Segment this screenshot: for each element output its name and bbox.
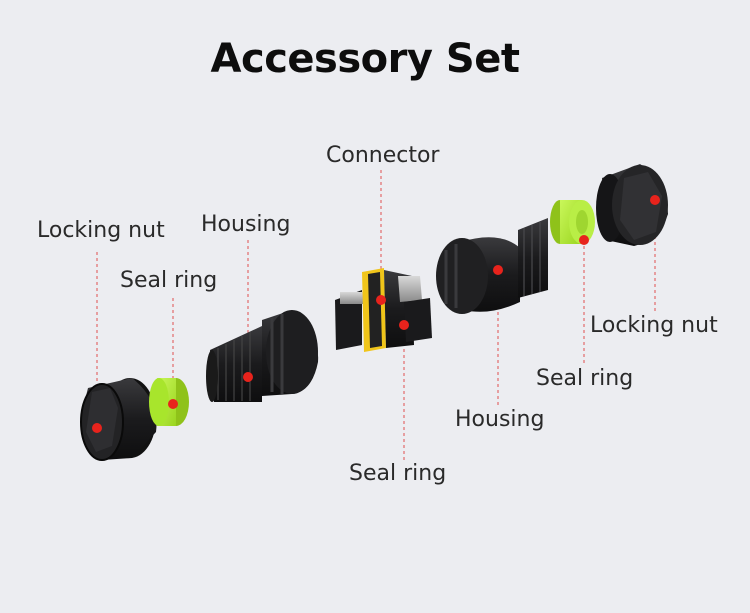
label-connector: Connector bbox=[326, 143, 440, 168]
label-seal-ring-right: Seal ring bbox=[536, 366, 634, 391]
label-locking-nut-left: Locking nut bbox=[37, 218, 165, 243]
connector-center bbox=[335, 268, 432, 352]
housing-right bbox=[436, 218, 548, 314]
seal-ring-right bbox=[550, 200, 595, 244]
housing-left bbox=[206, 310, 319, 402]
label-housing-right: Housing bbox=[455, 407, 545, 432]
label-seal-ring-left: Seal ring bbox=[120, 268, 218, 293]
marker-dots bbox=[92, 195, 660, 433]
page-title: Accessory Set bbox=[210, 36, 520, 82]
label-housing-left: Housing bbox=[201, 212, 291, 237]
locking-nut-right bbox=[596, 164, 668, 246]
label-locking-nut-right: Locking nut bbox=[590, 313, 718, 338]
label-seal-ring-bottom: Seal ring bbox=[349, 461, 447, 486]
locking-nut-left bbox=[80, 378, 157, 461]
